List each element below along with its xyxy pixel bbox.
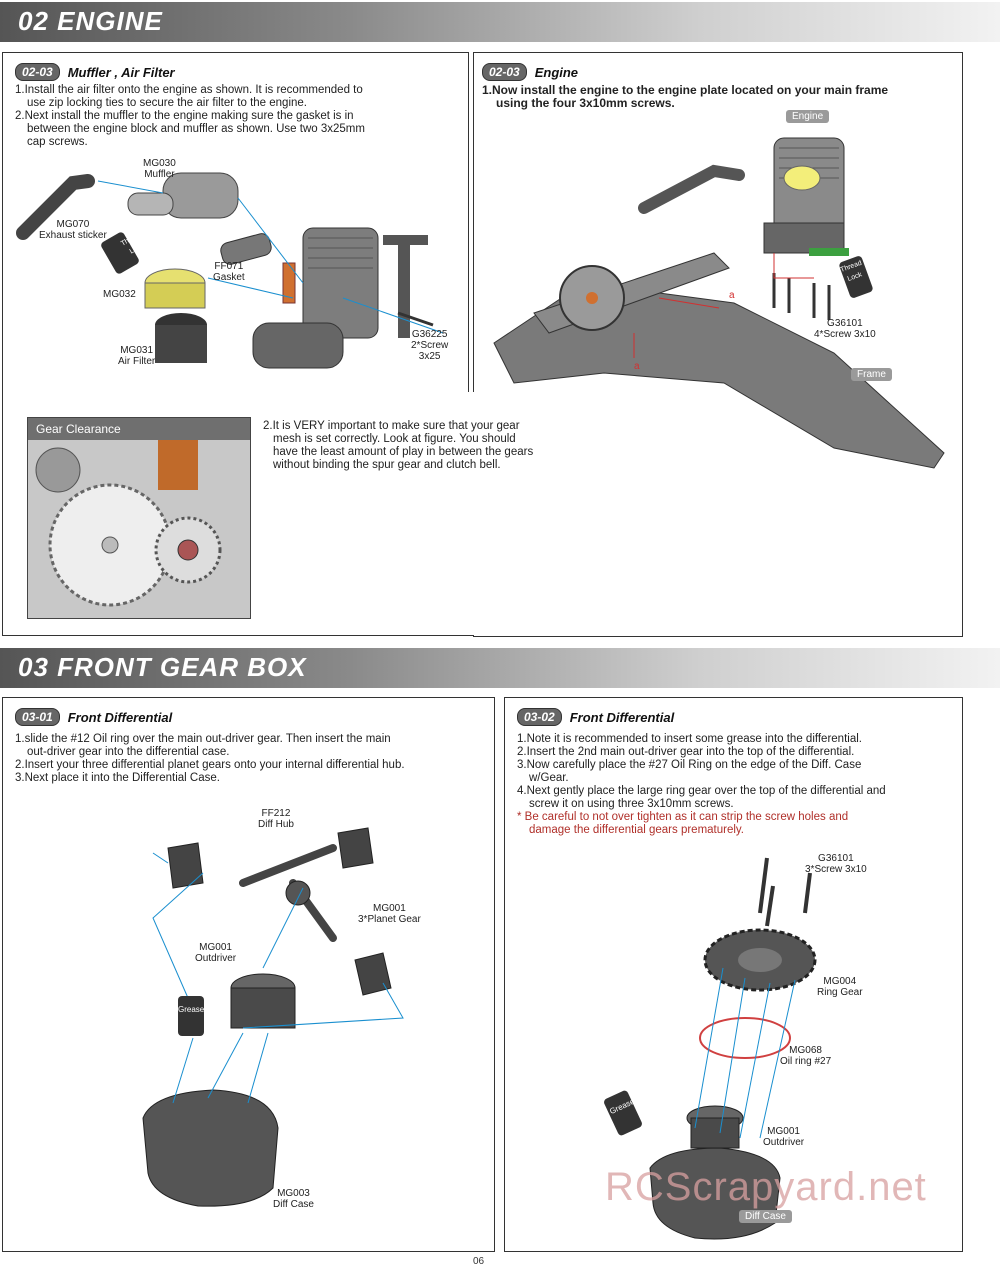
gear-mesh-illustration [28, 440, 250, 618]
grease-tag [604, 1090, 642, 1136]
panel-muffler-air-filter: 02-03 Muffler , Air Filter 1.Install the… [2, 52, 469, 394]
step-badge: 02-03 [482, 63, 527, 81]
step-header: 02-03 Engine [482, 63, 578, 81]
tag-engine: Engine [786, 110, 830, 123]
diff-case [142, 1089, 279, 1207]
gear-clearance-figure: Gear Clearance [27, 417, 251, 619]
instruction-item: 2.Insert your three differential planet … [15, 759, 405, 771]
gear-clearance-text: 2.It is VERY important to make sure that… [263, 420, 534, 471]
instruction-item: 2.Insert the 2nd main out-driver gear in… [517, 746, 855, 758]
panel-front-differential-01: 03-01 Front Differential 1.slide the #12… [2, 697, 495, 1252]
panel-front-differential-02: 03-02 Front Differential 1.Note it is re… [504, 697, 963, 1252]
instruction-list: 1.slide the #12 Oil ring over the main o… [15, 733, 485, 785]
screw [758, 857, 769, 914]
step-badge: 03-01 [15, 708, 60, 726]
marker-a: a [729, 290, 735, 301]
screw [397, 311, 434, 327]
step-badge: 02-03 [15, 63, 60, 81]
page-number: 06 [473, 1256, 485, 1267]
instruction-item: 1.slide the #12 Oil ring over the main o… [15, 733, 391, 758]
watermark: RCScrapyard.net [605, 1165, 927, 1209]
engine-block [252, 227, 428, 369]
instruction-text: 1.Now install the engine to the engine p… [482, 83, 889, 110]
planet-gear [354, 952, 392, 996]
thread-lock-tag [839, 256, 873, 298]
step-header: 02-03 Muffler , Air Filter [15, 63, 175, 81]
screw [803, 872, 812, 914]
part-label-mg032: MG032 [103, 289, 136, 300]
grease-label: Grease [178, 1005, 205, 1014]
gasket [220, 233, 272, 265]
step-title: Muffler , Air Filter [67, 64, 175, 80]
differential-assembly-illustration [142, 827, 404, 1207]
marker-a: a [634, 361, 640, 372]
tag-frame: Frame [851, 368, 892, 381]
step-title: Engine [534, 64, 579, 80]
instruction-item: 3.Now carefully place the #27 Oil Ring o… [517, 759, 862, 784]
section-title: 03 FRONT GEAR BOX [18, 652, 307, 682]
instruction-list: 1.Install the air filter onto the engine… [15, 84, 455, 149]
instruction-list: 1.Note it is recommended to insert some … [517, 733, 957, 837]
thread-lock-tag [101, 232, 139, 274]
step-header: 03-02 Front Differential [517, 708, 674, 726]
gear-clearance-header: Gear Clearance [28, 418, 250, 440]
step-title: Front Differential [67, 709, 173, 725]
engine [763, 137, 849, 256]
muffler-assembly-illustration [16, 172, 444, 369]
exhaust-pipe [16, 174, 95, 240]
instruction-item: 2.Next install the muffler to the engine… [15, 110, 365, 148]
diff-hub [285, 880, 311, 906]
oil-ring [699, 1017, 791, 1059]
section-bar-front-gear-box: 03 FRONT GEAR BOX [0, 648, 1000, 688]
panel-engine: 02-03 Engine 1.Now install the engine to… [473, 52, 963, 637]
planet-gear [337, 827, 374, 869]
step-badge: 03-02 [517, 708, 562, 726]
section-bar-engine: 02 ENGINE [0, 2, 1000, 42]
warning-text: * Be careful to not over tighten as it c… [517, 811, 849, 836]
screw [765, 885, 775, 927]
instruction-item: 1.Install the air filter onto the engine… [15, 84, 363, 109]
chassis-frame [493, 282, 945, 469]
planet-gear [167, 842, 204, 889]
engine-installation-illustration [493, 137, 945, 469]
instruction-item: 4.Next gently place the large ring gear … [517, 785, 886, 810]
section-title: 02 ENGINE [18, 6, 163, 36]
instruction-item: 1.Note it is recommended to insert some … [517, 733, 862, 745]
grease-tag [178, 996, 204, 1036]
step-header: 03-01 Front Differential [15, 708, 172, 726]
step-title: Front Differential [569, 709, 675, 725]
instruction-item: 3.Next place it into the Differential Ca… [15, 772, 220, 784]
tag-diff-case: Diff Case [739, 1210, 792, 1223]
